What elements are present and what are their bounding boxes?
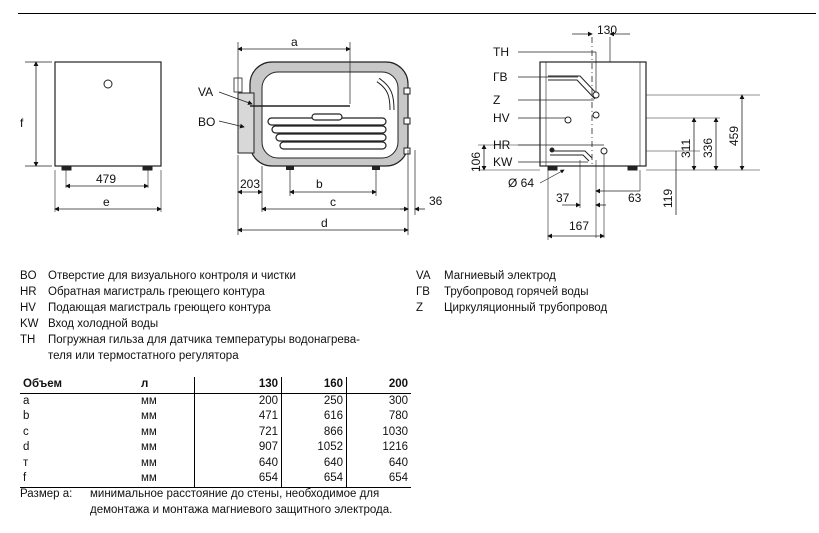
dim-36: 36 [429,194,443,208]
dim-479: 479 [96,172,116,186]
legend-item: теля или термостатного регулятора [48,350,239,362]
dim-311: 311 [679,139,693,158]
table-cell: мм [141,456,157,469]
table-cell: т [23,456,29,469]
table-header-row: Объем л 130 160 200 [20,377,411,394]
label-kw: KW [493,155,513,169]
label-va: VA [198,85,213,99]
table-row: c мм 721 866 1030 [20,424,411,440]
dim-c: c [330,195,336,209]
table-cell: 640 [346,455,411,471]
table-cell: 721 [194,424,282,440]
table-cell: 471 [194,409,282,425]
table-cell: a [23,394,30,407]
label-th: TH [493,45,509,59]
dim-336: 336 [701,138,715,158]
footnote-text: минимальное расстояние до стены, необход… [90,488,393,516]
table-cell: f [23,472,27,484]
dim-63: 63 [628,191,642,205]
dim-b: b [316,177,323,191]
table-cell: 654 [281,471,347,487]
table-cell: мм [141,425,157,438]
dim-d: d [321,216,328,230]
table-cell: мм [141,472,157,484]
table-cell: мм [141,394,157,407]
dim-64: Ø 64 [508,176,534,190]
col-header-200: 200 [346,377,411,394]
footnote-key: Размер a: [20,488,73,500]
table-cell: b [23,410,30,422]
dim-130: 130 [597,23,617,37]
table-row: b мм 471 616 780 [20,409,411,425]
table-cell: 640 [194,455,282,471]
label-bo: BO [198,115,215,129]
table-cell: 1216 [346,440,411,456]
table-row: f мм 654 654 654 [20,471,411,487]
top-rule [18,13,816,14]
table-row: т мм 640 640 640 [20,455,411,471]
col-header-volume: Объем [20,377,138,394]
label-hv: HV [493,111,510,125]
label-hr: HR [493,138,511,152]
dim-167: 167 [569,219,589,233]
dim-203: 203 [240,177,260,191]
table-cell: 654 [194,471,282,487]
table-row: d мм 907 1052 1216 [20,440,411,456]
col-header-130: 130 [194,377,282,394]
technical-drawing: f 479 e [20,23,760,240]
dim-a: a [291,35,298,49]
dim-119: 119 [661,189,675,208]
table-cell: 1030 [346,424,411,440]
label-gv: ГВ [493,70,508,84]
dim-106: 106 [469,152,483,172]
table-cell: мм [141,410,157,422]
table-cell: 866 [281,424,347,440]
table-cell: 780 [346,409,411,425]
rear-view [478,31,760,240]
dim-459: 459 [727,126,741,146]
table-cell: 1052 [281,440,347,456]
side-view [218,42,425,235]
dim-37: 37 [556,191,570,205]
table-cell: 300 [346,393,411,409]
table-cell: 250 [281,393,347,409]
table-cell: мм [141,441,157,453]
col-header-unit: л [138,377,195,394]
table-cell: 200 [194,393,282,409]
label-z: Z [493,93,500,107]
table-cell: 640 [281,455,347,471]
table-cell: c [23,425,29,438]
table-cell: 616 [281,409,347,425]
front-view [25,61,162,212]
table-cell: d [23,441,30,453]
dimensions-table: Объем л 130 160 200 a мм 200 250 300 b м… [20,377,411,488]
dim-e: e [103,195,110,209]
table-cell: 907 [194,440,282,456]
col-header-160: 160 [281,377,347,394]
dim-f: f [20,116,24,130]
table-row: a мм 200 250 300 [20,393,411,409]
table-cell: 654 [346,471,411,487]
